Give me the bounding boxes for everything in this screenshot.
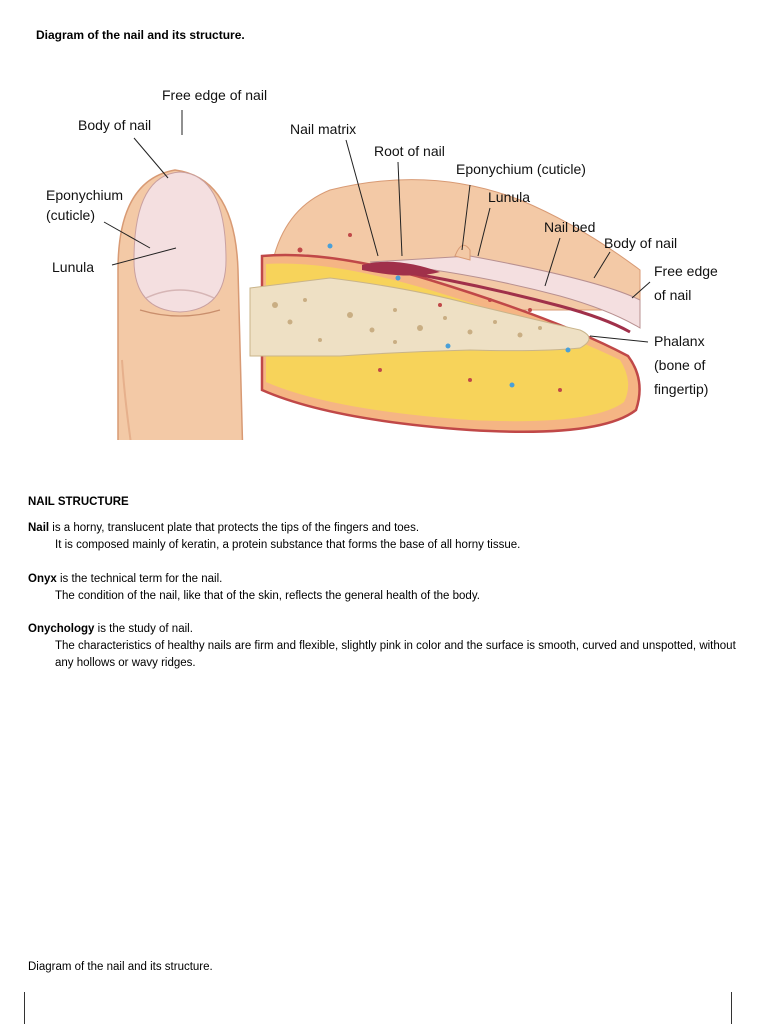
page-edge-right xyxy=(731,992,732,1024)
paragraph-onychology: Onychology is the study of nail. The cha… xyxy=(28,621,738,672)
page-edge-left xyxy=(24,992,25,1024)
fat-dots xyxy=(327,243,571,388)
paragraph-onyx: Onyx is the technical term for the nail.… xyxy=(28,571,738,605)
finger-shade xyxy=(121,359,132,440)
label-lunula-left: Lunula xyxy=(52,259,94,275)
vessel-dots xyxy=(297,233,562,392)
nail-structure-title: NAIL STRUCTURE xyxy=(28,496,129,508)
paragraph-nail-line1: Nail is a horny, translucent plate that … xyxy=(28,520,738,537)
paragraph-onychology-line1: Onychology is the study of nail. xyxy=(28,621,738,638)
paragraph-nail-rest: is a horny, translucent plate that prote… xyxy=(49,522,420,534)
label-phalanx-2: (bone of xyxy=(654,357,705,373)
paragraph-onychology-rest: is the study of nail. xyxy=(94,623,193,635)
paragraph-onyx-line1: Onyx is the technical term for the nail. xyxy=(28,571,738,588)
label-free-edge-right-2: of nail xyxy=(654,287,691,303)
label-root: Root of nail xyxy=(374,143,445,159)
label-nail-bed: Nail bed xyxy=(544,219,595,235)
page-heading: Diagram of the nail and its structure. xyxy=(36,28,245,42)
term-onyx: Onyx xyxy=(28,573,57,585)
paragraph-nail-line2: It is composed mainly of keratin, a prot… xyxy=(55,539,521,551)
section-eponychium xyxy=(454,244,471,261)
label-lunula-right: Lunula xyxy=(488,189,530,205)
label-body-right: Body of nail xyxy=(604,235,677,251)
label-phalanx-3: fingertip) xyxy=(654,381,708,397)
term-nail: Nail xyxy=(28,522,50,534)
paragraph-onyx-line2: The condition of the nail, like that of … xyxy=(55,590,480,602)
nail-diagram-svg: Free edge of nail Body of nail Eponychiu… xyxy=(46,87,718,440)
label-eponychium-left-1: Eponychium xyxy=(46,187,123,203)
nail-diagram: Free edge of nail Body of nail Eponychiu… xyxy=(0,60,768,440)
leader-lines xyxy=(103,110,651,343)
finger-exterior xyxy=(117,169,244,440)
finger-nail-plate xyxy=(133,171,227,313)
bone-pores xyxy=(272,298,542,344)
label-eponychium-left-2: (cuticle) xyxy=(46,207,95,223)
label-free-edge-top: Free edge of nail xyxy=(162,87,267,103)
label-nail-matrix: Nail matrix xyxy=(290,121,356,137)
paragraph-onychology-line2: The characteristics of healthy nails are… xyxy=(55,640,736,669)
term-onychology: Onychology xyxy=(28,623,95,635)
finger-cuticle xyxy=(139,309,221,317)
label-free-edge-right-1: Free edge xyxy=(654,263,718,279)
finger-lunula xyxy=(145,289,215,299)
section-bone xyxy=(249,277,590,357)
paragraph-onyx-rest: is the technical term for the nail. xyxy=(56,573,223,585)
label-phalanx-1: Phalanx xyxy=(654,333,705,349)
section-nail-matrix xyxy=(362,261,440,276)
label-body-left: Body of nail xyxy=(78,117,151,133)
paragraph-nail: Nail is a horny, translucent plate that … xyxy=(28,520,738,554)
footer-heading: Diagram of the nail and its structure. xyxy=(28,961,213,973)
finger-cross-section xyxy=(249,179,641,434)
label-eponychium-right: Eponychium (cuticle) xyxy=(456,161,586,177)
